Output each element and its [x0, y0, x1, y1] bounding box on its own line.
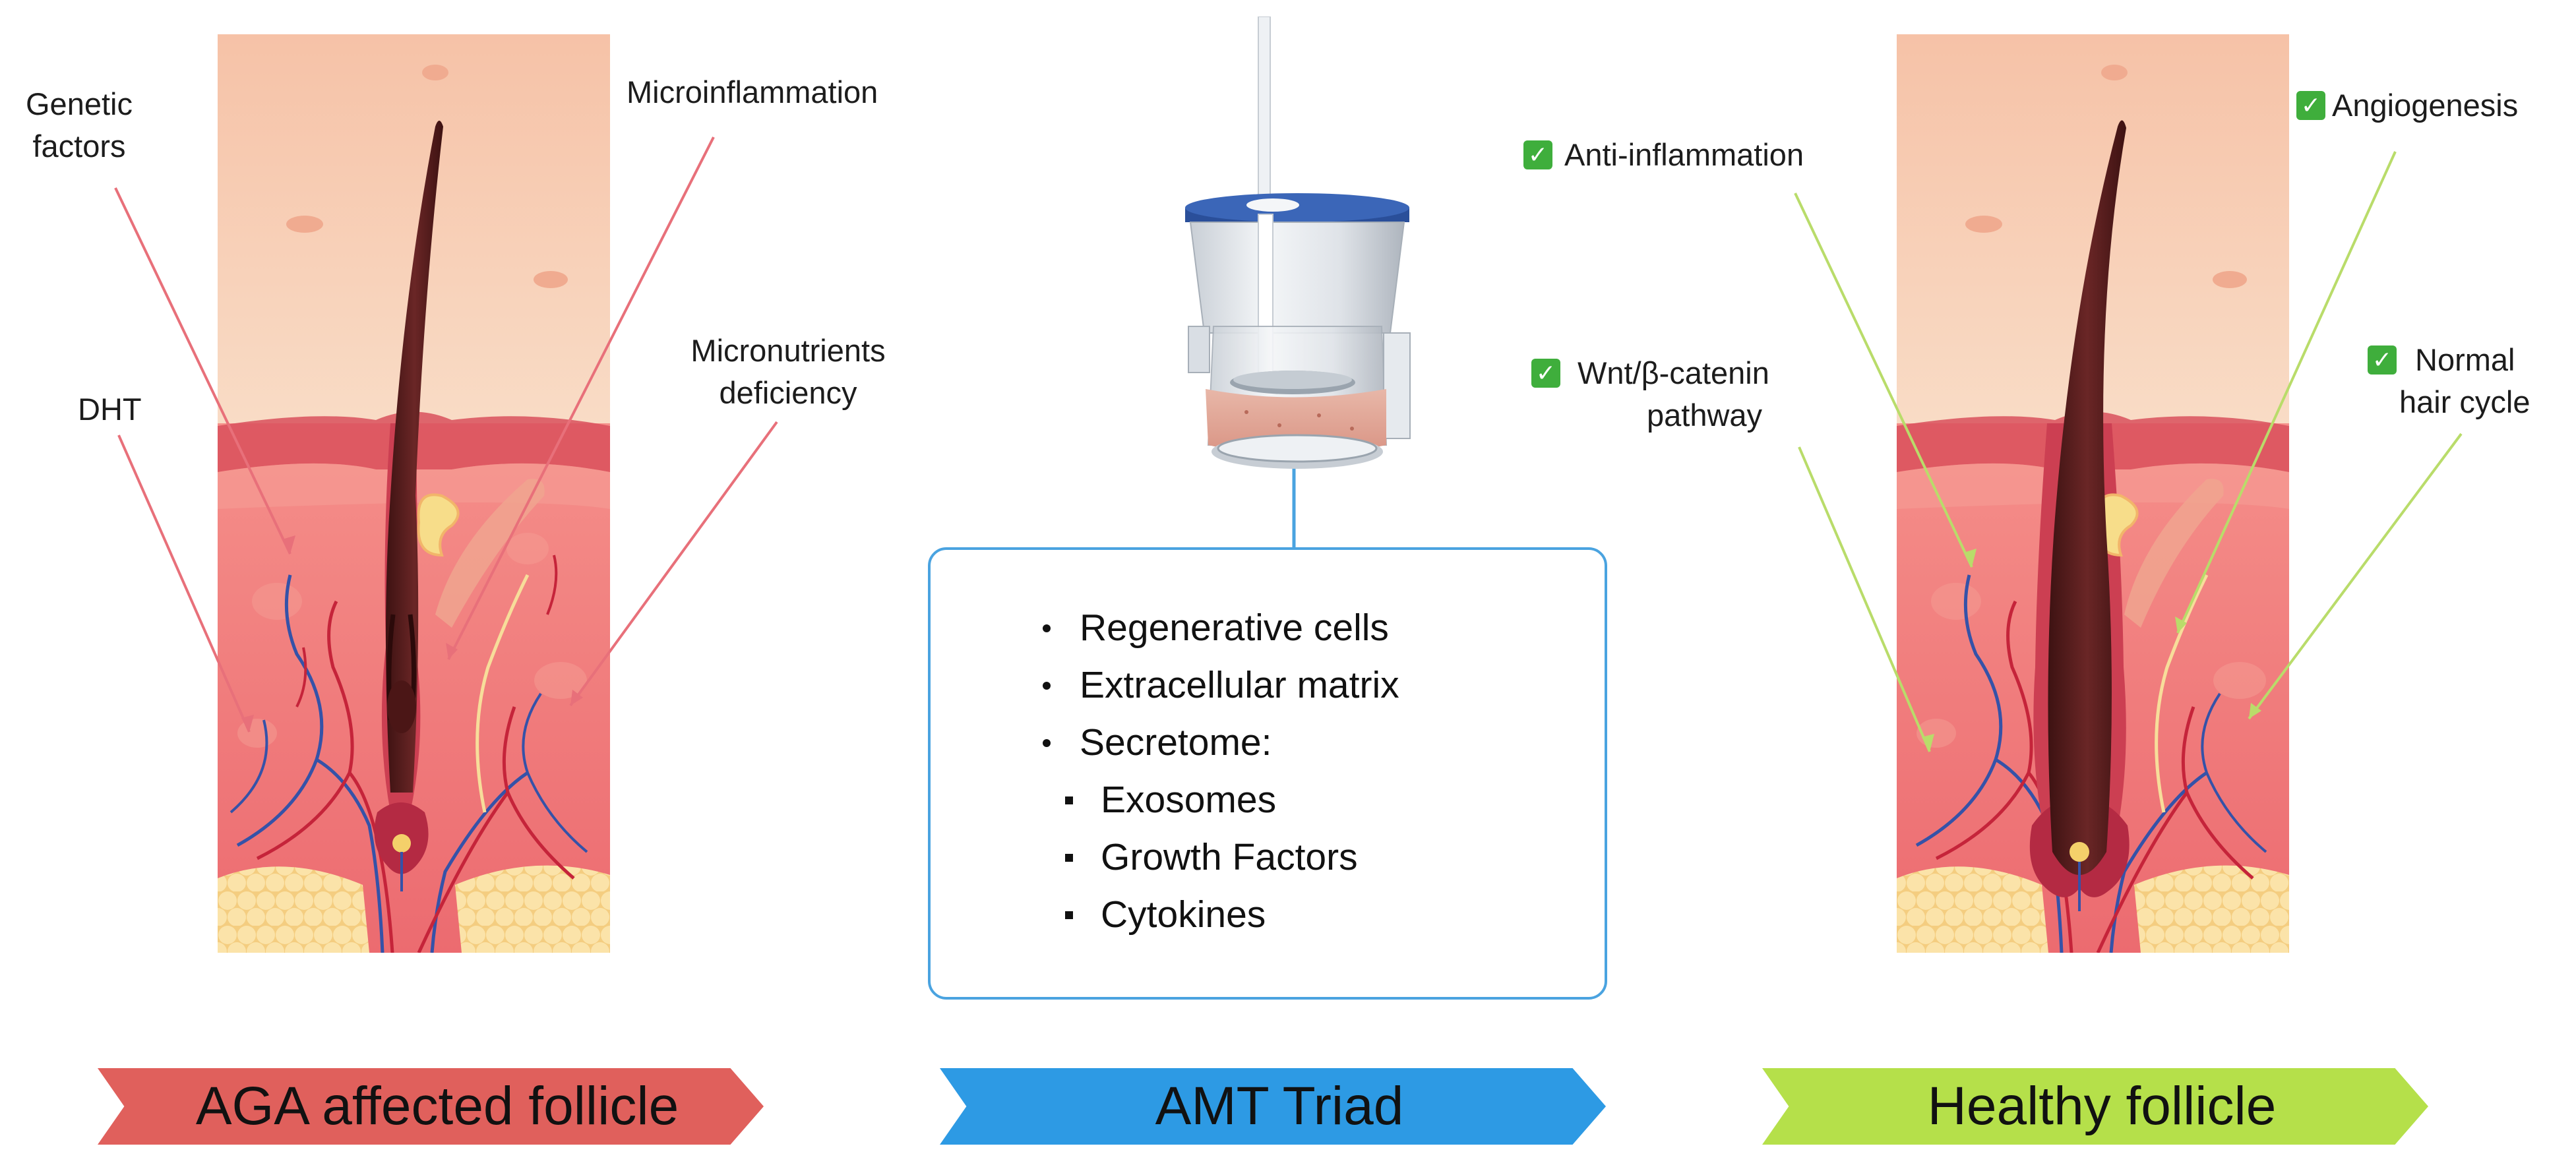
arrow-microinflammation [447, 136, 715, 660]
label-angiogenesis: ✓Angiogenesis [2296, 84, 2518, 127]
banner-amt-triad: AMT Triad [940, 1068, 1606, 1145]
check-box-icon: ✓ [2296, 90, 2325, 120]
banner-healthy-follicle: Healthy follicle [1762, 1068, 2428, 1145]
label-microinflammation: Microinflammation [627, 75, 878, 109]
label-micronutrients-deficiency: Micronutrients deficiency [690, 333, 886, 410]
list-subitem: Growth Factors [1043, 829, 1399, 886]
list-subitem: Cytokines [1043, 886, 1399, 944]
check-box-icon: ✓ [1523, 140, 1552, 169]
healthy-follicle-illustration [1897, 34, 2289, 953]
arrow-anti-inflammation [1794, 193, 1973, 568]
components-list: Regenerative cells Extracellular matrix … [1043, 599, 1399, 944]
arrow-hair-cycle [2248, 433, 2463, 720]
arrow-genetic-factors [114, 187, 291, 555]
amt-components-box: Regenerative cells Extracellular matrix … [928, 547, 1607, 1000]
list-item: Extracellular matrix [1043, 657, 1399, 714]
label-dht: DHT [78, 392, 142, 427]
label-wnt-pathway: ✓Wnt/β-catenin pathway [1531, 352, 1769, 436]
banner-aga-affected-follicle: AGA affected follicle [98, 1068, 764, 1145]
list-subitem: Exosomes [1043, 771, 1399, 829]
label-anti-inflammation: ✓Anti-inflammation [1523, 134, 1804, 176]
label-genetic-factors: Genetic factors [26, 86, 133, 164]
label-normal-hair-cycle: ✓Normal hair cycle [2368, 339, 2530, 423]
arrow-angiogenesis [2176, 151, 2397, 634]
check-box-icon: ✓ [1531, 358, 1560, 388]
list-item: Secretome: [1043, 714, 1399, 771]
check-box-icon: ✓ [2368, 345, 2397, 375]
list-item: Regenerative cells [1043, 599, 1399, 657]
arrow-micronutrients [569, 421, 778, 707]
arrow-wnt-pathway [1798, 446, 1931, 752]
arrow-dht [117, 435, 251, 733]
amt-device-illustration [1185, 16, 1411, 469]
aga-follicle-illustration [218, 34, 610, 953]
